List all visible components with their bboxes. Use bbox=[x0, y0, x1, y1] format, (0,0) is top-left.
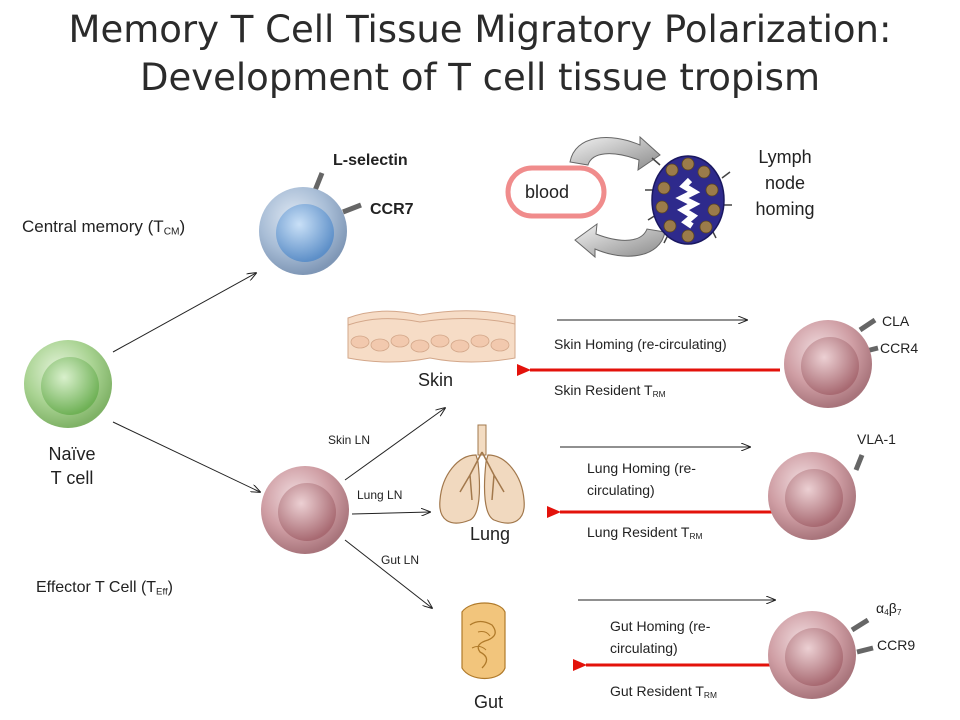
skin-resident-label: Skin Resident TRM bbox=[554, 382, 666, 400]
vla-1-label: VLA-1 bbox=[857, 431, 896, 447]
cla-receptor bbox=[858, 317, 877, 333]
gut-label: Gut bbox=[474, 692, 504, 712]
lung-homing-label: Lung Homing (re-circulating) bbox=[587, 460, 696, 498]
a4b7-label: α4β7 bbox=[876, 600, 902, 618]
to-gut-arrow bbox=[344, 539, 432, 608]
gut-homing-label: Gut Homing (re-circulating) bbox=[610, 618, 711, 656]
gut-homing-row bbox=[573, 600, 874, 699]
skin-ln-label: Skin LN bbox=[328, 433, 371, 447]
vla-1-receptor bbox=[853, 454, 865, 471]
blood-label: blood bbox=[525, 182, 570, 202]
skin-homing-label: Skin Homing (re-circulating) bbox=[554, 336, 727, 352]
title-line-1: Memory T Cell Tissue Migratory Polarizat… bbox=[68, 8, 892, 51]
blood-circulation bbox=[505, 135, 666, 259]
central-memory-cell bbox=[259, 172, 362, 275]
naive-to-central-memory-arrow bbox=[112, 273, 256, 353]
ccr4-label: CCR4 bbox=[880, 340, 919, 356]
lung-icon bbox=[439, 424, 525, 524]
naive-to-effector-arrow bbox=[112, 421, 260, 492]
ccr7-label: CCR7 bbox=[370, 201, 414, 218]
skin-homing-row bbox=[517, 317, 879, 408]
effector-t-cell bbox=[261, 466, 349, 554]
skin-tissue-icon bbox=[347, 310, 516, 363]
lung-resident-label: Lung Resident TRM bbox=[587, 524, 703, 542]
title-line-2: Development of T cell tissue tropism bbox=[139, 56, 820, 99]
to-skin-arrow bbox=[344, 408, 445, 481]
lymph-node-icon bbox=[645, 155, 732, 245]
to-lung-arrow bbox=[351, 512, 430, 514]
gut-resident-label: Gut Resident TRM bbox=[610, 683, 717, 701]
lung-ln-label: Lung LN bbox=[357, 488, 403, 502]
l-selectin-label: L-selectin bbox=[333, 152, 408, 169]
lung-label: Lung bbox=[470, 524, 511, 544]
lung-homing-row bbox=[547, 447, 865, 540]
a4b7-receptor bbox=[850, 617, 870, 633]
cla-label: CLA bbox=[882, 313, 910, 329]
gut-ln-label: Gut LN bbox=[381, 553, 420, 567]
central-memory-label: Central memory (TCM) bbox=[22, 217, 186, 238]
blood-ring bbox=[505, 165, 607, 219]
skin-label: Skin bbox=[418, 370, 454, 390]
gut-icon bbox=[461, 602, 506, 680]
effector-t-cell-label: Effector T Cell (TEff) bbox=[36, 579, 173, 598]
naive-t-cell bbox=[24, 340, 112, 428]
ccr9-label: CCR9 bbox=[877, 637, 916, 653]
ccr9-receptor bbox=[856, 645, 874, 655]
ccr7-receptor bbox=[342, 202, 362, 215]
